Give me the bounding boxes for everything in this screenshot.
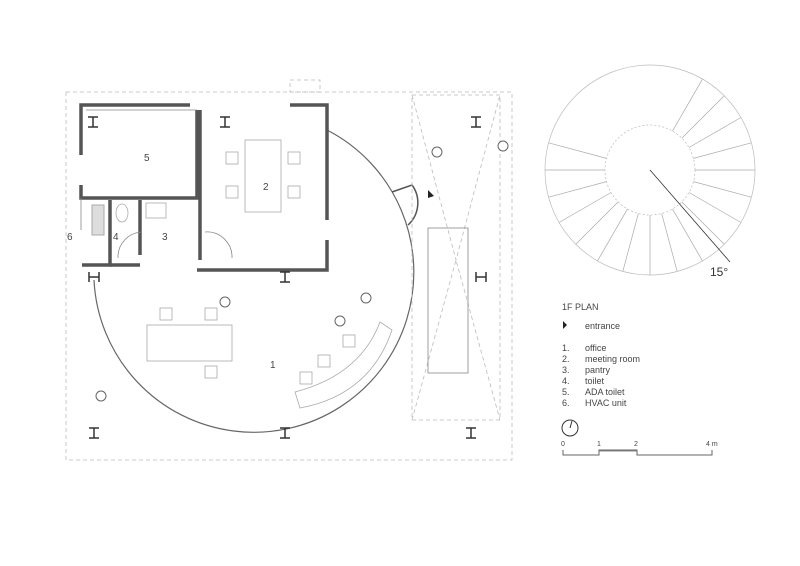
- stair-tread: [672, 78, 703, 132]
- walls: [79, 103, 329, 272]
- toilet-fixture: [115, 203, 129, 223]
- sink-fixture: [145, 202, 167, 219]
- entrance-door: [391, 184, 419, 226]
- stair-tread: [681, 201, 725, 245]
- scale-tick: 4 m: [706, 441, 718, 448]
- stair-arc: [604, 124, 696, 216]
- legend-key: 6.: [562, 398, 570, 408]
- legend-label: meeting room: [585, 354, 640, 364]
- scale-tick: 1: [597, 441, 601, 448]
- plan-title: 1F PLAN: [562, 302, 599, 312]
- stair-tread: [597, 208, 628, 262]
- stair-arc: [544, 64, 756, 276]
- stair-tread: [672, 208, 703, 262]
- stair-void-diagonals: [411, 94, 501, 421]
- stair-angle-label: 15°: [710, 265, 728, 279]
- legend-key: 4.: [562, 376, 570, 386]
- stair-tread: [693, 181, 752, 198]
- room-number-3: 3: [162, 232, 168, 243]
- scale-tick: 2: [634, 441, 638, 448]
- reception-counter: [294, 321, 393, 409]
- stair-tread: [681, 95, 725, 139]
- north-arrow-needle: [569, 420, 573, 429]
- hvac-unit: [91, 204, 105, 236]
- stair-tread: [661, 213, 678, 272]
- door-swing: [204, 231, 233, 259]
- north-arrow-icon: [561, 419, 579, 437]
- meeting-table: [244, 139, 282, 213]
- room-number-5: 5: [144, 153, 150, 164]
- stair-tread: [548, 142, 607, 159]
- legend-key: 5.: [562, 387, 570, 397]
- legend-label: pantry: [585, 365, 611, 375]
- scale-tick: 0: [561, 441, 565, 448]
- legend: 1. 2. 3. 4. 5. 6. entrance office meetin…: [562, 321, 640, 408]
- legend-label: toilet: [585, 376, 605, 386]
- legend-label: office: [585, 343, 606, 353]
- room-number-1: 1: [270, 360, 276, 371]
- room-number-2: 2: [263, 182, 269, 193]
- columns: [88, 116, 487, 439]
- chairs: [159, 151, 356, 385]
- door-swing: [117, 231, 143, 259]
- entrance-marker-icon: [428, 190, 434, 198]
- office-table: [146, 324, 233, 362]
- roof-hatch: [289, 79, 321, 93]
- scale-bar: [562, 449, 713, 456]
- stair-tread: [688, 192, 742, 223]
- stair-void: [411, 94, 501, 421]
- legend-key: 2.: [562, 354, 570, 364]
- room-number-6: 6: [67, 232, 73, 243]
- people-figures: [95, 140, 509, 402]
- site-boundary: [65, 91, 513, 461]
- legend-label: ADA toilet: [585, 387, 625, 397]
- stair-tread: [688, 117, 742, 148]
- room-number-4: 4: [113, 232, 119, 243]
- stair-tread: [575, 201, 619, 245]
- legend-key: 1.: [562, 343, 570, 353]
- legend-label: HVAC unit: [585, 398, 627, 408]
- spiral-stair-detail: [544, 64, 756, 276]
- entrance-legend-icon: [563, 321, 567, 329]
- stair-treads: [427, 227, 469, 374]
- legend-label: entrance: [585, 321, 620, 331]
- stair-angle-line: [649, 169, 731, 263]
- stair-tread: [548, 181, 607, 198]
- legend-key: 3.: [562, 365, 570, 375]
- circular-wall: [93, 129, 415, 433]
- stair-tread: [693, 142, 752, 159]
- stair-tread: [622, 213, 639, 272]
- stair-tread: [558, 192, 612, 223]
